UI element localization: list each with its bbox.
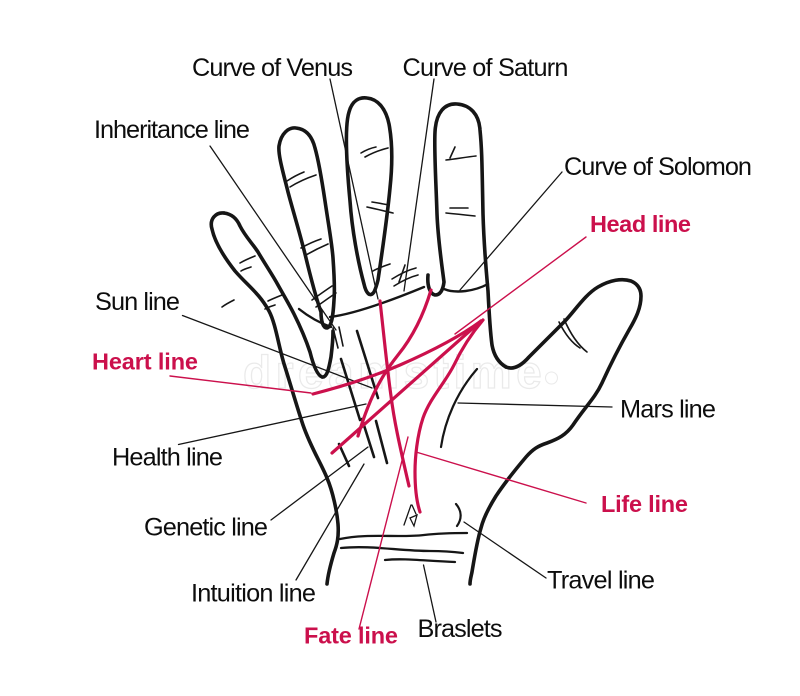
svg-text:Intuition line: Intuition line [191, 580, 316, 608]
svg-text:Fate line: Fate line [304, 623, 398, 649]
svg-text:Travel line: Travel line [547, 567, 655, 595]
svg-text:Sun line: Sun line [95, 288, 180, 316]
svg-text:Curve of Venus: Curve of Venus [192, 54, 353, 82]
svg-text:Curve of Saturn: Curve of Saturn [403, 54, 569, 82]
svg-text:Mars line: Mars line [620, 396, 716, 424]
svg-text:Heart line: Heart line [92, 349, 198, 375]
svg-text:Genetic line: Genetic line [144, 514, 268, 542]
svg-text:Life line: Life line [601, 491, 688, 517]
svg-text:Inheritance line: Inheritance line [94, 116, 250, 144]
svg-text:Braslets: Braslets [418, 615, 503, 643]
svg-text:Curve of Solomon: Curve of Solomon [564, 153, 752, 181]
svg-text:Health line: Health line [112, 444, 223, 472]
svg-text:Head line: Head line [590, 211, 691, 237]
